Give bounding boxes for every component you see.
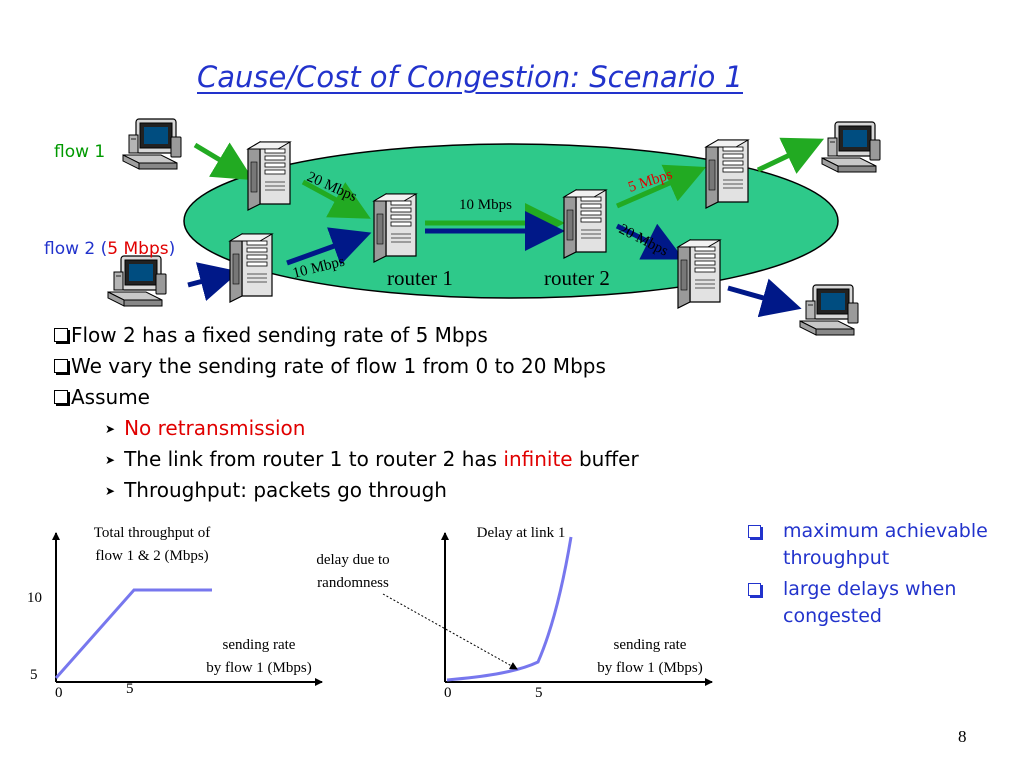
flow1-exit-arrow: [756, 137, 825, 174]
arrow-bullet-icon: ➤: [105, 422, 116, 436]
page-number: 8: [958, 727, 967, 746]
annotation-label: randomness: [317, 575, 389, 591]
sub-bullet-item: ➤Throughput: packets go through: [50, 475, 639, 506]
server-icon: [247, 141, 291, 211]
flow1-host-arrow: [193, 142, 254, 181]
x-tick-label: 5: [126, 681, 134, 697]
main-bullets: Flow 2 has a fixed sending rate of 5 Mbp…: [50, 320, 639, 506]
bullet-item: Assume: [50, 382, 639, 413]
y-tick-label: 5: [30, 667, 38, 683]
router2-icon: [563, 189, 607, 259]
annotation-pointer: [382, 593, 518, 670]
link-right-navy: [615, 223, 684, 260]
computer-icon: [821, 121, 881, 173]
arrow-bullet-icon: ➤: [105, 484, 116, 498]
link-left-green: [301, 179, 371, 219]
x-tick-label: 0: [55, 685, 63, 701]
link-left-navy: [286, 227, 372, 266]
link-right-green: [615, 164, 707, 209]
link-rate-label: 10 Mbps: [459, 197, 512, 213]
flow2-host-arrow: [187, 262, 240, 301]
arrow-bullet-icon: ➤: [105, 453, 116, 467]
sub-bullet-item: ➤No retransmission: [50, 413, 639, 444]
x-tick-label: 5: [535, 685, 543, 701]
x-axis-label: by flow 1 (Mbps): [206, 660, 311, 676]
computer-icon: [107, 255, 167, 307]
chart-title: Delay at link 1: [477, 525, 566, 541]
server-icon: [229, 233, 273, 303]
checkbox-bullet-icon: [748, 583, 761, 596]
server-icon: [705, 139, 749, 209]
x-tick-label: 0: [444, 685, 452, 701]
delay-curve: [446, 536, 573, 682]
checkbox-bullet-icon: [54, 328, 68, 342]
chart-title: flow 1 & 2 (Mbps): [95, 548, 208, 564]
throughput-chart: Total throughput of flow 1 & 2 (Mbps) 10…: [27, 525, 323, 701]
flow2-exit-arrow: [727, 278, 802, 318]
checkbox-bullet-icon: [54, 390, 68, 404]
sub-bullet-item: ➤The link from router 1 to router 2 has …: [50, 444, 639, 475]
page-title: Cause/Cost of Congestion: Scenario 1: [197, 60, 743, 94]
flow1-label: flow 1: [54, 142, 105, 162]
server-icon: [677, 239, 721, 309]
checkbox-bullet-icon: [748, 525, 761, 538]
bullet-item: Flow 2 has a fixed sending rate of 5 Mbp…: [50, 320, 639, 351]
bullet-item: maximum achievable throughput: [742, 518, 993, 572]
x-axis-label: sending rate: [223, 637, 296, 653]
router1-label: router 1: [387, 266, 453, 290]
bullet-item: We vary the sending rate of flow 1 from …: [50, 351, 639, 382]
router1-icon: [373, 193, 417, 263]
chart-title: Total throughput of: [94, 525, 210, 541]
checkbox-bullet-icon: [54, 359, 68, 373]
computer-icon: [122, 118, 182, 170]
flow2-label: flow 2 (5 Mbps): [44, 239, 175, 259]
annotation-label: delay due to: [316, 552, 389, 568]
conclusion-bullets: maximum achievable throughput large dela…: [742, 518, 993, 634]
delay-chart: Delay at link 1 delay due to randomness …: [316, 525, 713, 701]
x-axis-label: sending rate: [614, 637, 687, 653]
bullet-item: large delays when congested: [742, 576, 993, 630]
router2-label: router 2: [544, 266, 610, 290]
data-line: [54, 588, 212, 679]
computer-icon: [799, 284, 859, 336]
y-tick-label: 10: [27, 590, 42, 606]
x-axis-label: by flow 1 (Mbps): [597, 660, 702, 676]
